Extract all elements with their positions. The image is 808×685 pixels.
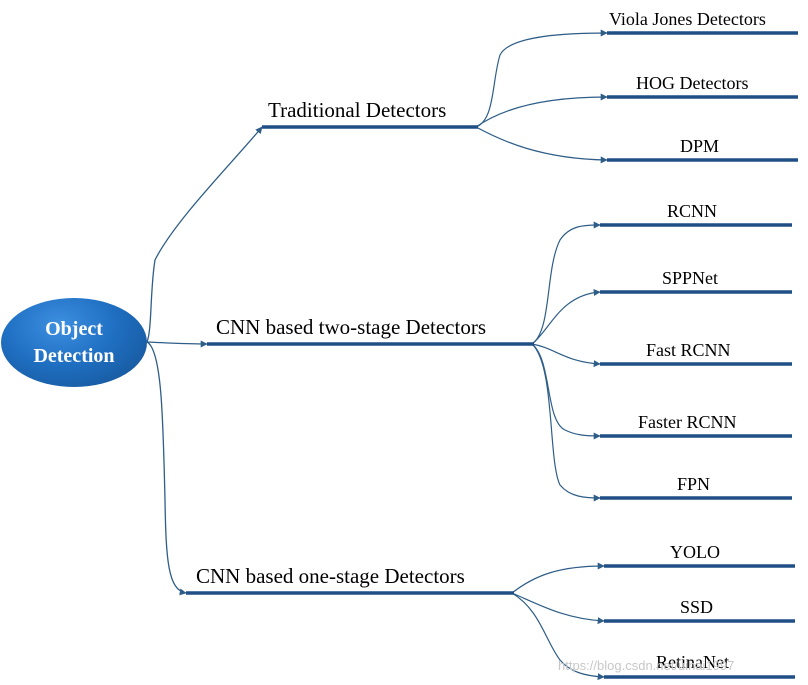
leaf-label-fpn: FPN xyxy=(677,474,711,494)
connector-one-stage-retinanet xyxy=(511,592,605,681)
leaf-label-sppnet: SPPNet xyxy=(662,268,719,288)
connector-two-stage-rcnn xyxy=(531,221,601,345)
connector-traditional-hog xyxy=(475,93,608,128)
leaf-label-yolo: YOLO xyxy=(670,542,720,562)
leaf-label-rcnn: RCNN xyxy=(667,201,718,221)
connector-traditional-dpm xyxy=(475,126,608,164)
connector-root-traditional xyxy=(146,126,263,343)
category-label-two-stage: CNN based two-stage Detectors xyxy=(216,315,487,339)
root-label-line1: Object xyxy=(45,317,103,340)
connector-traditional-viola xyxy=(475,29,608,128)
root-node-object-detection: Object Detection xyxy=(1,298,147,387)
connector-root-two-stage xyxy=(146,340,208,348)
leaf-label-faster-rcnn: Faster RCNN xyxy=(638,412,737,432)
root-label-line2: Detection xyxy=(33,344,115,367)
category-label-traditional: Traditional Detectors xyxy=(268,98,447,122)
leaf-label-viola-jones: Viola Jones Detectors xyxy=(609,9,766,29)
connector-root-one-stage xyxy=(146,341,187,596)
connector-two-stage-sppnet xyxy=(531,288,601,345)
connector-two-stage-faster-rcnn xyxy=(531,343,601,440)
leaf-label-retinanet: RetinaNet xyxy=(656,652,729,672)
leaf-label-fast-rcnn: Fast RCNN xyxy=(646,340,731,360)
watermark-text: https://blog.csdn.net/uihai1997 xyxy=(558,658,735,673)
leaf-label-ssd: SSD xyxy=(680,597,714,617)
connector-one-stage-ssd xyxy=(511,592,605,625)
connector-one-stage-yolo xyxy=(511,562,605,594)
connector-two-stage-fpn xyxy=(531,343,601,502)
leaf-label-hog: HOG Detectors xyxy=(636,73,749,93)
leaf-label-dpm: DPM xyxy=(680,136,720,156)
category-label-one-stage: CNN based one-stage Detectors xyxy=(196,564,465,588)
connector-two-stage-fast-rcnn xyxy=(531,343,601,368)
